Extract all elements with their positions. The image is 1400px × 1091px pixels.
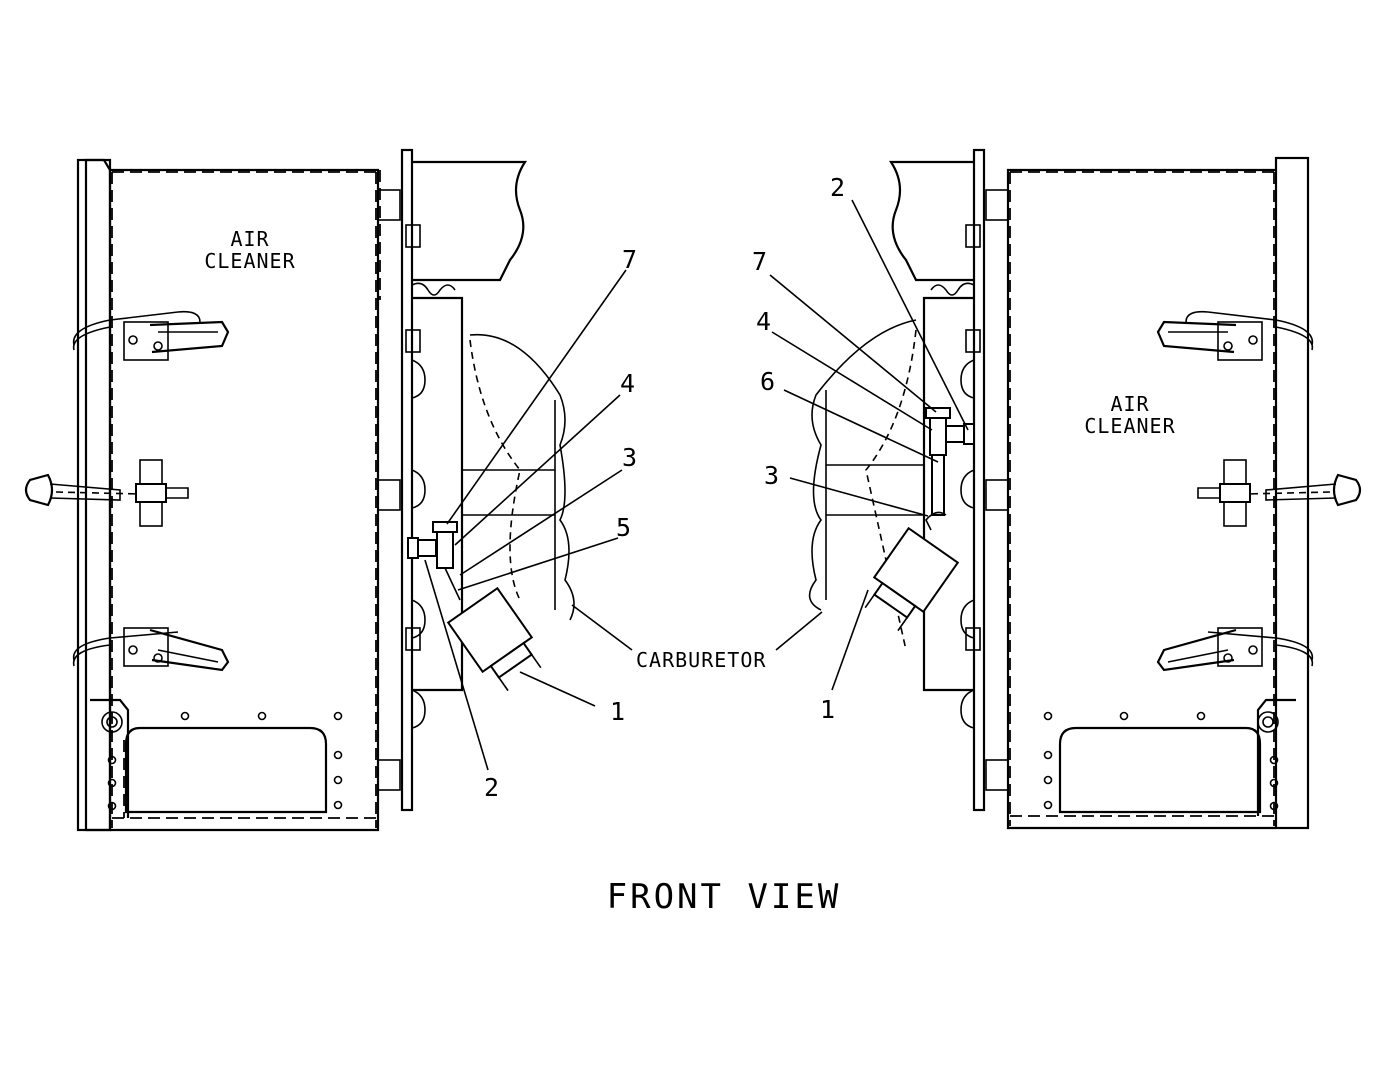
right-callout-6: 6 xyxy=(760,367,775,396)
left-callout-7: 7 xyxy=(622,245,637,274)
left-air-cleaner-label-line2: CLEANER xyxy=(204,249,295,273)
right-callout-7: 7 xyxy=(752,247,767,276)
right-callout-3: 3 xyxy=(764,461,779,490)
left-carburetor xyxy=(407,333,575,692)
left-callout-2: 2 xyxy=(484,773,499,802)
right-air-cleaner xyxy=(808,148,1362,830)
left-callout-1: 1 xyxy=(610,697,625,726)
right-callout-1: 1 xyxy=(820,695,835,724)
carburetor-label: CARBURETOR xyxy=(636,648,766,672)
left-air-cleaner-label-line1: AIR xyxy=(230,227,269,251)
left-callout-leaders xyxy=(424,269,633,771)
right-callout-2: 2 xyxy=(830,173,845,202)
right-air-cleaner-label-line2: CLEANER xyxy=(1084,414,1175,438)
view-title: FRONT VIEW xyxy=(607,877,842,917)
left-air-cleaner xyxy=(24,158,401,832)
left-callout-3: 3 xyxy=(622,443,637,472)
right-callout-4: 4 xyxy=(756,307,771,336)
left-callout-5: 5 xyxy=(616,513,631,542)
right-callout-leaders xyxy=(769,199,969,691)
left-manifold xyxy=(379,148,528,812)
left-callout-4: 4 xyxy=(620,369,635,398)
right-air-cleaner-label-line1: AIR xyxy=(1110,392,1149,416)
